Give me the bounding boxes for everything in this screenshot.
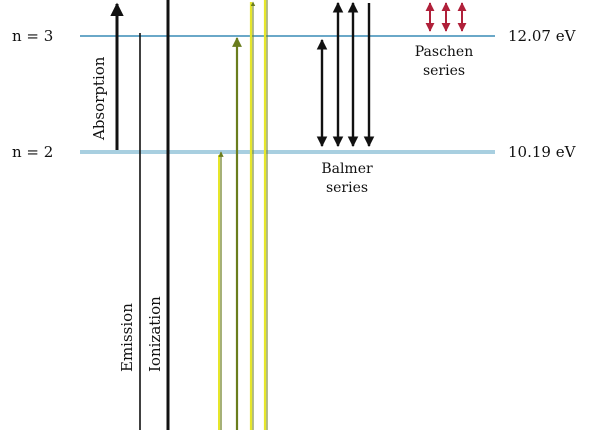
energy-label-n3: 12.07 eV: [508, 27, 577, 45]
balmer-series-label-2: series: [326, 180, 368, 196]
ionization-label: Ionization: [146, 296, 164, 372]
emission-label: Emission: [118, 303, 136, 372]
balmer-series-label-1: Balmer: [321, 161, 373, 177]
paschen-series-label-1: Paschen: [415, 44, 473, 60]
level-label-n2: n = 2: [12, 143, 53, 161]
level-label-n3: n = 3: [12, 27, 53, 45]
absorption-label: Absorption: [90, 56, 108, 141]
paschen-series-label-2: series: [423, 63, 465, 79]
energy-label-n2: 10.19 eV: [508, 143, 577, 161]
